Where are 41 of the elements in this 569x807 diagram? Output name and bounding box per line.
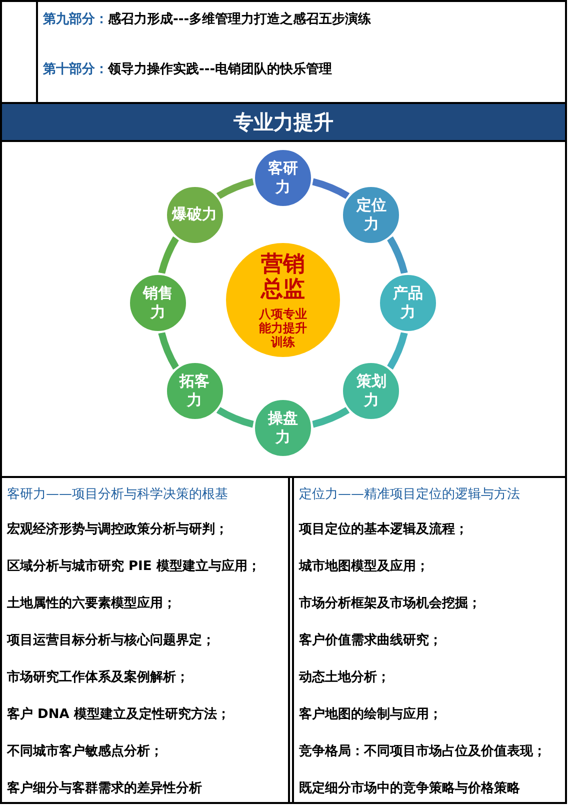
ring-arc [216, 178, 254, 200]
course-topic: 不同城市客户敏感点分析； [7, 744, 163, 760]
ring-arc [312, 406, 350, 428]
column-heading: 定位力——精准项目定位的逻辑与方法 [299, 487, 520, 503]
section-number: 第九部分： [43, 12, 108, 28]
course-topic: 客户地图的绘制与应用； [299, 707, 442, 723]
course-topic: 市场研究工作体系及案例解析； [7, 670, 189, 686]
course-topic: 动态土地分析； [299, 670, 390, 686]
circle-label: 爆破力 [170, 205, 218, 224]
section-title: 领导力操作实践---电销团队的快乐管理 [108, 62, 332, 78]
circle-label: 定位力 [355, 196, 388, 234]
ring-arc [158, 332, 180, 370]
course-topic: 竞争格局：不同项目市场占位及价值表现； [299, 744, 546, 760]
course-topic: 客户细分与客群需求的差异性分析 [7, 781, 202, 797]
course-topic: 土地属性的六要素模型应用； [7, 596, 176, 612]
course-topic: 市场分析框架及市场机会挖掘； [299, 596, 481, 612]
course-topic: 宏观经济形势与调控政策分析与研判； [7, 522, 228, 538]
course-topic: 既定细分市场中的竞争策略与价格策略 [299, 781, 520, 797]
circle-label: 策划力 [355, 372, 388, 410]
ring-arc [158, 236, 180, 274]
section-title: 感召力形成---多维管理力打造之感召五步演练 [108, 12, 372, 28]
circle-label: 客研力 [267, 159, 299, 197]
ring-arc [386, 332, 408, 370]
center-subtitle: 八项专业能力提升训练 [258, 306, 308, 348]
circle-label: 销售力 [142, 284, 174, 322]
course-topic: 客户价值需求曲线研究； [299, 633, 442, 649]
course-topic: 项目运营目标分析与核心问题界定； [7, 633, 215, 649]
center-title: 营销总监 [260, 252, 306, 302]
course-topic: 项目定位的基本逻辑及流程； [299, 522, 468, 538]
section-number: 第十部分： [43, 62, 108, 78]
circle-label: 操盘力 [266, 409, 299, 447]
ring-arc [386, 236, 408, 274]
title-banner: 专业力提升 [0, 102, 567, 142]
ring-arc [312, 178, 350, 200]
circle-label: 拓客力 [178, 372, 211, 410]
course-topic: 区域分析与城市研究 PIE 模型建立与应用； [7, 559, 260, 575]
ring-arc [216, 406, 254, 428]
column-heading: 客研力——项目分析与科学决策的根基 [7, 487, 228, 503]
course-topic: 客户 DNA 模型建立及定性研究方法； [7, 707, 230, 723]
course-topic: 城市地图模型及应用； [299, 559, 429, 575]
circle-label: 产品力 [392, 284, 424, 322]
